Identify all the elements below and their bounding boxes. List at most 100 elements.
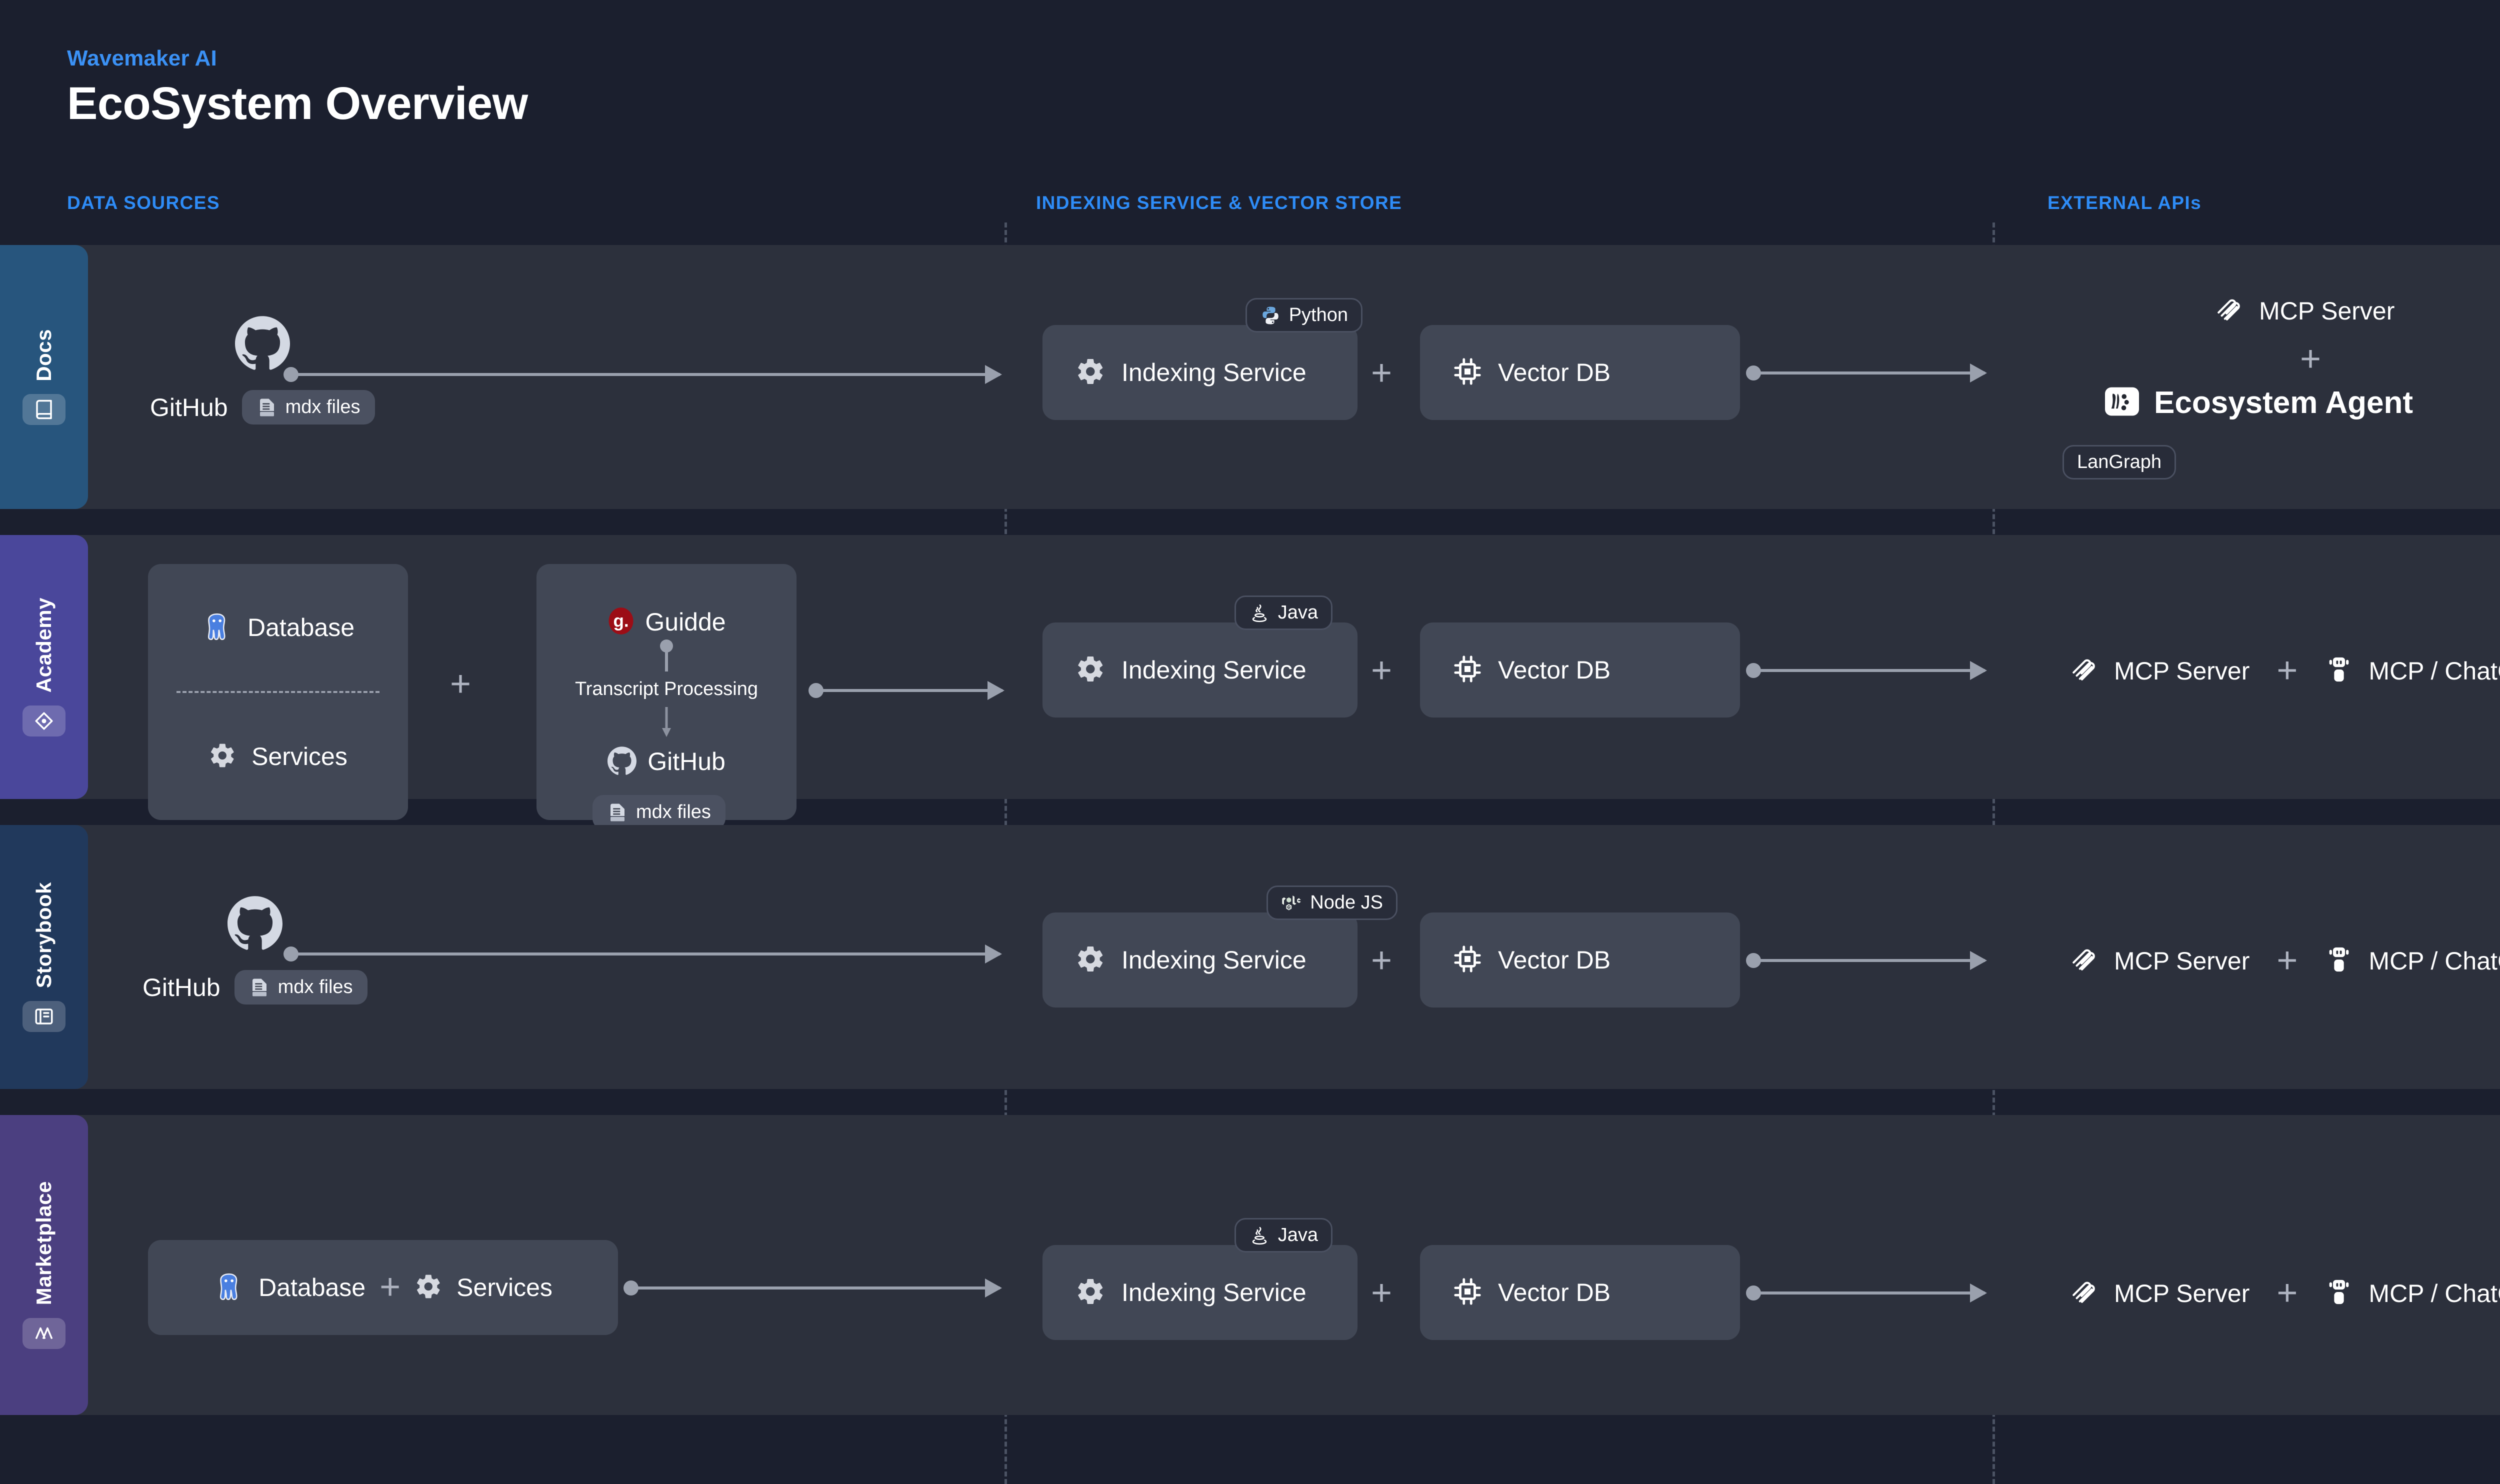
external-label: MCP Server [2114, 946, 2250, 975]
robot-icon [2324, 655, 2354, 686]
badge-langgraph[interactable]: LanGraph [2062, 445, 2176, 480]
external-mcp-server-academy[interactable]: MCP Server + MCP / ChatClient [2070, 652, 2500, 688]
svg-text:g.: g. [614, 611, 629, 630]
gear-icon [1076, 654, 1106, 686]
plus-external: + [2276, 1272, 2298, 1313]
vector-db-label: Vector DB [1498, 358, 1611, 386]
sidebar-item-label: Docs [32, 328, 56, 382]
external-mcp-server-docs[interactable]: MCP Server [2215, 295, 2394, 326]
connector-vector-to-external [1750, 372, 1985, 374]
postgres-icon [202, 611, 232, 644]
badge-mdx-files-academy[interactable]: mdx files [592, 795, 726, 830]
flow-middle-label: Transcript Processing [574, 678, 758, 700]
connector-source-to-indexing [628, 1286, 1000, 1290]
indexing-service-label: Indexing Service [1122, 946, 1306, 974]
vector-db-storybook[interactable]: Vector DB [1420, 912, 1740, 1008]
source-database[interactable]: Database [178, 564, 378, 691]
diamond-icon [22, 706, 66, 737]
source-services[interactable]: Services [186, 693, 370, 820]
connector-vector-to-external [1750, 959, 1985, 962]
gear-icon [1076, 356, 1106, 389]
storybook-icon [22, 1001, 66, 1032]
external-mcp-server-marketplace[interactable]: MCP Server + MCP / ChatClient [2070, 1272, 2500, 1313]
badge-label: mdx files [278, 976, 353, 998]
langgraph-icon [2105, 387, 2139, 418]
sidebar-item-academy[interactable]: Academy [0, 535, 88, 799]
plus-sources-marketplace: + [380, 1267, 401, 1308]
chip-icon [1453, 944, 1482, 976]
badge-python[interactable]: Python [1245, 298, 1362, 332]
mdx-file-icon [607, 802, 628, 823]
robot-icon [2324, 945, 2354, 976]
badge-nodejs[interactable]: JS Node JS [1266, 886, 1398, 920]
sidebar-item-label: Academy [32, 597, 56, 693]
connector-source-to-indexing [288, 373, 1000, 376]
badge-java[interactable]: Java [1234, 596, 1332, 630]
brand-label: Wavemaker AI [67, 46, 217, 70]
sidebar-item-docs[interactable]: Docs [0, 245, 88, 509]
source-db-services-card[interactable]: Database Services [148, 564, 408, 820]
sidebar-item-storybook[interactable]: Storybook [0, 825, 88, 1089]
column-header-indexing-vector: INDEXING SERVICE & VECTOR STORE [1036, 192, 1402, 213]
java-icon [1249, 1225, 1270, 1246]
flow-stem [660, 639, 673, 672]
external-agent-label: Ecosystem Agent [2154, 386, 2413, 420]
indexing-service-storybook[interactable]: Indexing Service JS Node JS [1042, 886, 1398, 1008]
indexing-service-docs[interactable]: Indexing Service Python [1042, 298, 1362, 420]
badge-label: Java [1278, 602, 1318, 623]
flow-arrow-icon [662, 706, 671, 737]
source-label: Services [456, 1274, 552, 1302]
mdx-file-icon [249, 977, 270, 998]
source-db-services-inline[interactable]: Database + Services [148, 1240, 618, 1335]
gear-icon [1076, 1276, 1106, 1309]
connector-vector-to-external [1750, 1292, 1985, 1294]
plus-external-docs: + [2300, 339, 2322, 379]
badge-java[interactable]: Java [1234, 1218, 1332, 1252]
vector-db-label: Vector DB [1498, 946, 1611, 974]
mcp-icon [2215, 295, 2244, 326]
external-ecosystem-agent[interactable]: Ecosystem Agent [2105, 385, 2413, 420]
source-github[interactable]: GitHub mdx files [150, 315, 375, 424]
svg-text:JS: JS [1286, 905, 1292, 910]
vector-db-label: Vector DB [1498, 656, 1611, 684]
badge-label: Java [1278, 1224, 1318, 1246]
vector-db-academy[interactable]: Vector DB [1420, 622, 1740, 718]
connector-vector-to-external [1750, 669, 1985, 672]
badge-mdx-files[interactable]: mdx files [242, 390, 375, 424]
sidebar-item-label: Storybook [32, 882, 56, 988]
badge-label: Python [1288, 304, 1348, 326]
row-academy: Academy Database [0, 535, 2500, 830]
source-label: Services [252, 742, 348, 770]
flow-bottom-github[interactable]: GitHub [608, 746, 726, 778]
chip-icon [1453, 654, 1482, 686]
github-icon [608, 746, 637, 778]
indexing-service-academy[interactable]: Indexing Service Java [1042, 596, 1358, 718]
source-label: GitHub [150, 393, 228, 422]
vector-db-label: Vector DB [1498, 1278, 1611, 1306]
source-label: Database [247, 614, 355, 642]
connector-source-to-indexing [812, 689, 1002, 692]
external-client-label: MCP / ChatClient [2368, 946, 2500, 975]
source-footer: GitHub mdx files [142, 970, 368, 1004]
card-divider [176, 691, 380, 693]
source-guidde-flow-card[interactable]: g. Guidde Transcript Processing GitHub [536, 564, 796, 820]
robot-icon [2324, 1278, 2354, 1309]
sidebar-item-label: Marketplace [32, 1180, 56, 1306]
mcp-icon [2070, 945, 2099, 976]
source-github-storybook[interactable]: GitHub mdx files [142, 895, 368, 1004]
flow-label: GitHub [648, 748, 726, 776]
vector-db-marketplace[interactable]: Vector DB [1420, 1245, 1740, 1340]
column-header-data-sources: DATA SOURCES [67, 192, 220, 213]
external-client-label: MCP / ChatClient [2368, 656, 2500, 685]
external-mcp-server-storybook[interactable]: MCP Server + MCP / ChatClient [2070, 940, 2500, 980]
flow-top-guidde[interactable]: g. Guidde [607, 607, 726, 638]
badge-mdx-files[interactable]: mdx files [234, 970, 368, 1004]
sidebar-item-marketplace[interactable]: Marketplace [0, 1115, 88, 1415]
plus-indexing-vector: + [1371, 1273, 1392, 1313]
flow-label: Guidde [645, 608, 726, 636]
chip-icon [1453, 1277, 1482, 1308]
plus-external: + [2276, 940, 2298, 980]
vector-db-docs[interactable]: Vector DB [1420, 325, 1740, 420]
indexing-service-marketplace[interactable]: Indexing Service Java [1042, 1218, 1358, 1340]
